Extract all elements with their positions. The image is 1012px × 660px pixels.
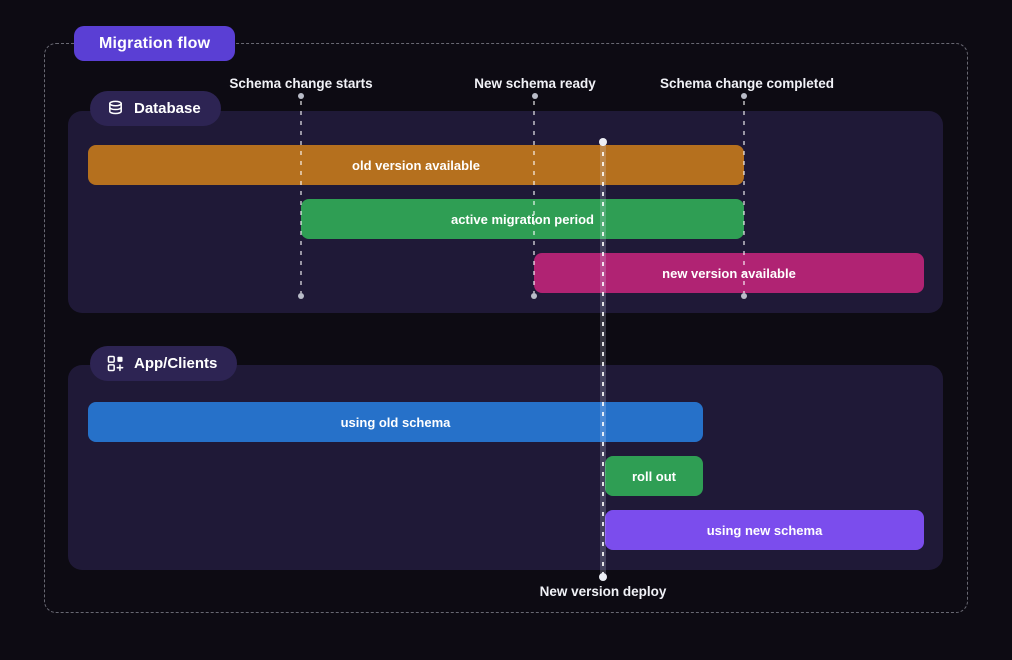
database-badge: Database <box>90 91 221 126</box>
deploy-guide-line <box>600 142 606 577</box>
bar-label: old version available <box>352 157 480 173</box>
bar-label: active migration period <box>450 211 595 227</box>
bar-label: new version available <box>662 265 796 281</box>
timeline-marker-dot <box>532 93 538 99</box>
bar-label: using old schema <box>340 414 451 430</box>
deploy-line-dot-top <box>599 138 607 146</box>
bar-active-migration-period: active migration period <box>301 199 744 239</box>
timeline-marker-dot <box>298 93 304 99</box>
timeline-guide-line <box>533 101 535 293</box>
section-badge-label: App/Clients <box>134 355 218 372</box>
deploy-line-dot-bottom <box>599 573 607 581</box>
bar-label: using new schema <box>706 522 823 538</box>
timeline-label-schema-change-completed: Schema change completed <box>659 76 835 91</box>
bar-using-new-schema: using new schema <box>605 510 924 550</box>
timeline-marker-dot <box>741 93 747 99</box>
apps-plus-icon <box>106 354 125 373</box>
deploy-marker-label: New version deploy <box>539 584 667 599</box>
app-clients-badge: App/Clients <box>90 346 238 381</box>
section-badge-label: Database <box>134 100 201 117</box>
diagram-title-badge: Migration flow <box>74 26 236 61</box>
bar-old-version-available: old version available <box>88 145 744 185</box>
timeline-marker-dot <box>741 293 747 299</box>
bar-new-version-available: new version available <box>534 253 924 293</box>
diagram-frame <box>44 43 968 613</box>
timeline-guide-line <box>300 101 302 293</box>
timeline-marker-dot <box>298 293 304 299</box>
timeline-guide-line <box>743 101 745 293</box>
bar-label: roll out <box>631 468 677 484</box>
diagram-title: Migration flow <box>99 34 211 52</box>
timeline-marker-dot <box>531 293 537 299</box>
timeline-label-new-schema-ready: New schema ready <box>474 76 596 91</box>
bar-using-old-schema: using old schema <box>88 402 703 442</box>
bar-roll-out: roll out <box>605 456 703 496</box>
database-icon <box>106 99 125 118</box>
timeline-label-schema-change-starts: Schema change starts <box>229 76 373 91</box>
